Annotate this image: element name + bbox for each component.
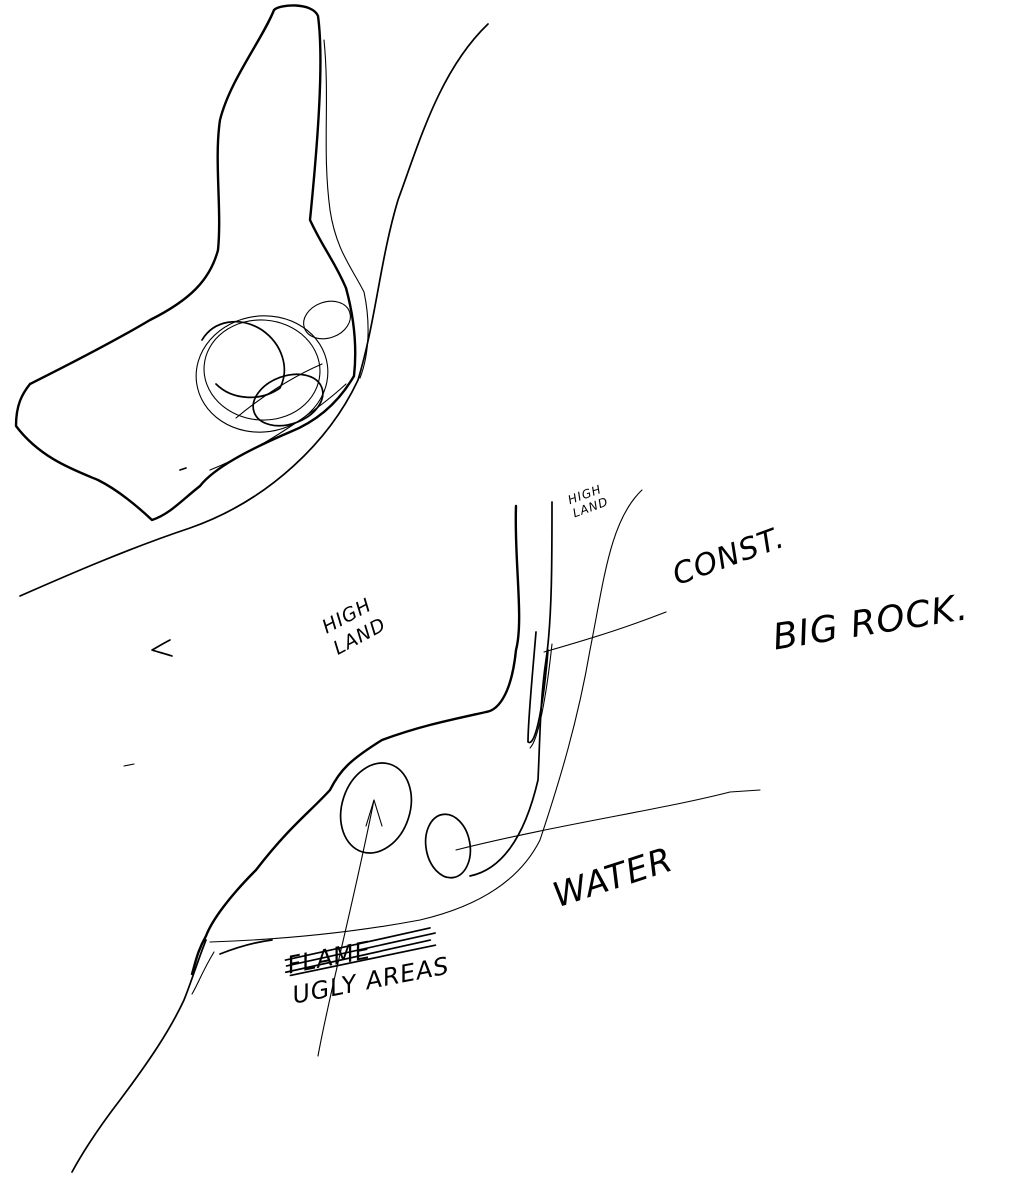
ugly-areas-arrowhead xyxy=(366,800,382,826)
lower-rock-circle xyxy=(421,811,475,882)
upper-large-circle-2 xyxy=(201,316,324,424)
upper-inner-oval xyxy=(202,322,284,398)
lower-tail xyxy=(72,940,206,1172)
lower-tail-inner xyxy=(192,952,214,994)
upper-shore-curve xyxy=(20,24,488,596)
stray-mark-dash xyxy=(124,764,134,766)
stray-mark-dot xyxy=(180,468,186,470)
upper-landmass-outline xyxy=(16,5,355,520)
lower-shore-spur xyxy=(220,940,272,954)
upper-shore-inner xyxy=(210,384,346,470)
lower-inner-strip xyxy=(528,632,548,743)
const-leader-line xyxy=(544,612,666,652)
stray-mark-left xyxy=(152,640,172,656)
lower-coastline-right xyxy=(470,502,552,876)
big-rock-leader-line xyxy=(456,790,760,850)
upper-crossing-line xyxy=(236,364,322,418)
upper-small-circle xyxy=(298,295,355,345)
